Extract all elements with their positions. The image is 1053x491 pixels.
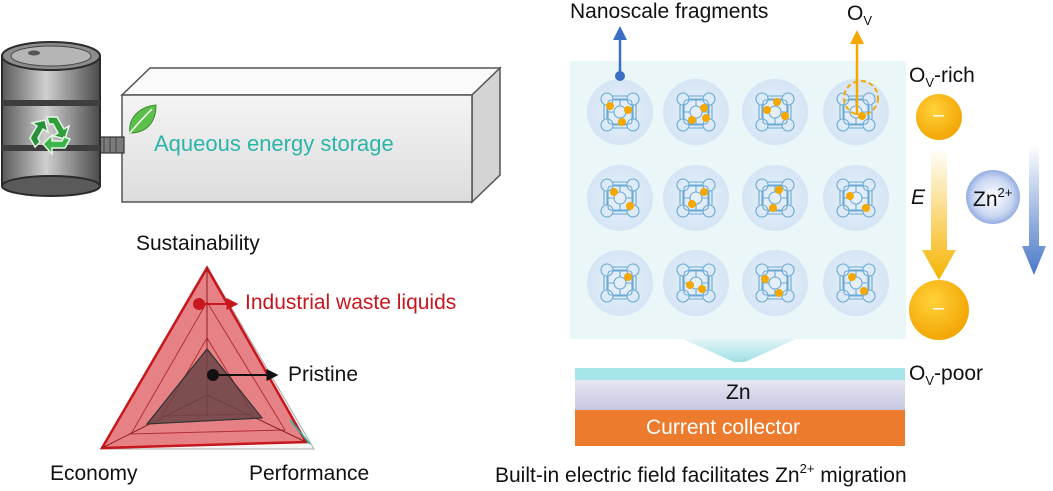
oxygen-vacancy-dot bbox=[775, 186, 783, 194]
oxygen-vacancy-dot bbox=[775, 289, 783, 297]
oxygen-vacancy-dot bbox=[763, 106, 771, 114]
oxygen-vacancy-dot bbox=[624, 273, 632, 281]
pristine-marker-dot bbox=[207, 369, 219, 381]
oxygen-vacancy-dot bbox=[688, 116, 696, 124]
ov-poor-minus: – bbox=[933, 297, 945, 319]
oxygen-vacancy-dot bbox=[702, 114, 710, 122]
ov-poor-label: OV-poor bbox=[909, 362, 984, 389]
zn-layer bbox=[575, 380, 905, 410]
radar-chart bbox=[99, 265, 315, 450]
oxygen-vacancy-dot bbox=[773, 98, 781, 106]
storage-box bbox=[120, 66, 502, 204]
mof-cell-halo bbox=[587, 165, 653, 231]
radar-axis-top: Sustainability bbox=[136, 232, 260, 255]
oxygen-vacancy-dot bbox=[858, 112, 866, 120]
collector-label: Current collector bbox=[646, 416, 801, 439]
legend-pristine: Pristine bbox=[288, 363, 359, 386]
oxygen-vacancy-dot bbox=[698, 285, 706, 293]
funnel bbox=[683, 339, 796, 362]
mof-cell-halo bbox=[742, 79, 808, 145]
zn-layer-label: Zn bbox=[726, 381, 751, 404]
oxygen-vacancy-dot bbox=[846, 192, 854, 200]
zn-ion-orb bbox=[966, 170, 1020, 224]
radar-axis-left: Economy bbox=[50, 462, 138, 485]
mof-cell-halo bbox=[823, 165, 889, 231]
current-collector bbox=[575, 410, 905, 446]
zn-migration-arrow bbox=[1022, 145, 1046, 275]
zn-ion-label: Zn2+ bbox=[973, 185, 1013, 211]
nanoscale-label: Nanoscale fragments bbox=[570, 0, 769, 23]
oxygen-vacancy-dot bbox=[700, 188, 708, 196]
oxygen-vacancy-dot bbox=[618, 118, 626, 126]
mof-cell-halo bbox=[663, 79, 729, 145]
ov-rich-label: OV-rich bbox=[909, 64, 975, 91]
mof-cell-halo bbox=[742, 250, 808, 316]
mof-cell-halo bbox=[663, 165, 729, 231]
ov-rich-orb bbox=[916, 94, 962, 140]
oxygen-vacancy-dot bbox=[606, 102, 614, 110]
legend-industrial-waste: Industrial waste liquids bbox=[245, 291, 457, 314]
ov-poor-orb bbox=[909, 280, 969, 340]
oxygen-vacancy-dot bbox=[860, 287, 868, 295]
oxygen-vacancy-dot bbox=[610, 188, 618, 196]
mof-cell-halo bbox=[742, 165, 808, 231]
mof-cell-halo bbox=[587, 250, 653, 316]
ov-rich-minus: – bbox=[933, 104, 945, 126]
radar-series-pristine bbox=[145, 348, 264, 425]
oxygen-vacancy-dot bbox=[688, 200, 696, 208]
caption: Built-in electric field facilitates Zn2+… bbox=[495, 461, 907, 487]
oxygen-vacancy-dot bbox=[781, 112, 789, 120]
nanoscale-arrow bbox=[613, 26, 627, 81]
oxygen-vacancy-dot bbox=[769, 204, 777, 212]
mof-cell-halo bbox=[587, 79, 653, 145]
waste-marker-dot bbox=[193, 298, 205, 310]
interface-layer bbox=[575, 368, 905, 380]
recycle-icon bbox=[29, 116, 72, 156]
oxygen-vacancy-dot bbox=[624, 106, 632, 114]
oxygen-vacancy-dot bbox=[626, 202, 634, 210]
oxygen-vacancy-dot bbox=[700, 104, 708, 112]
storage-box-label: Aqueous energy storage bbox=[154, 131, 394, 156]
oxygen-vacancy-dot bbox=[848, 273, 856, 281]
mof-cell-halo bbox=[663, 250, 729, 316]
oxygen-vacancy-dot bbox=[761, 275, 769, 283]
oxygen-vacancy-dot bbox=[862, 204, 870, 212]
mof-cell-halo bbox=[823, 250, 889, 316]
vacancy-arrow bbox=[843, 30, 879, 116]
oxygen-vacancy-dot bbox=[686, 281, 694, 289]
ov-top-label: OV bbox=[847, 2, 873, 29]
mof-grid bbox=[587, 79, 889, 316]
radar-axis-right: Performance bbox=[249, 462, 370, 485]
field-arrow bbox=[922, 148, 956, 280]
leaf-icon bbox=[129, 104, 157, 134]
field-label: E bbox=[911, 186, 926, 209]
